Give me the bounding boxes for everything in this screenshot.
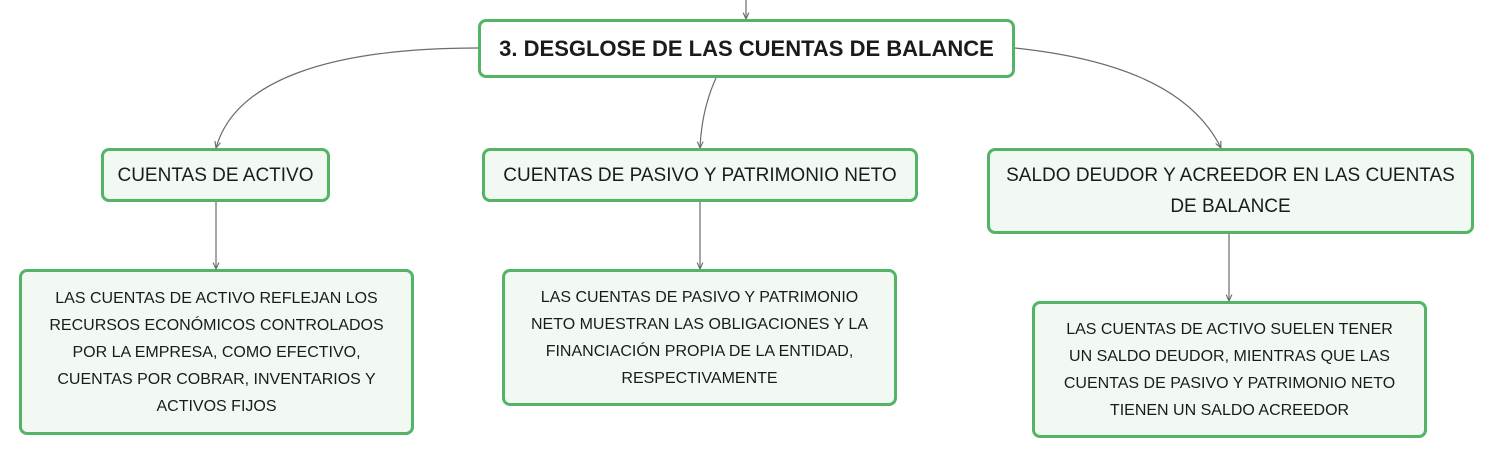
node-saldo-deudor-acreedor-title: SALDO DEUDOR Y ACREEDOR EN LAS CUENTAS D…	[1006, 165, 1455, 217]
node-cuentas-de-pasivo-title: CUENTAS DE PASIVO Y PATRIMONIO NETO	[503, 164, 897, 186]
root-node-title: 3. DESGLOSE DE LAS CUENTAS DE BALANCE	[499, 35, 994, 61]
node-cuentas-de-pasivo[interactable]: CUENTAS DE PASIVO Y PATRIMONIO NETO	[482, 148, 918, 202]
node-pasivo-detail[interactable]: LAS CUENTAS DE PASIVO Y PATRIMONIO NETO …	[502, 269, 897, 406]
connector-root-to-saldo	[1014, 47, 1221, 148]
node-activo-detail-text: LAS CUENTAS DE ACTIVO REFLEJAN LOS RECUR…	[49, 289, 384, 415]
node-cuentas-de-activo[interactable]: CUENTAS DE ACTIVO	[101, 148, 330, 202]
connector-root-to-activo	[216, 47, 479, 148]
node-saldo-detail[interactable]: LAS CUENTAS DE ACTIVO SUELEN TENER UN SA…	[1032, 301, 1427, 438]
connector-root-to-pasivo	[700, 77, 717, 148]
node-activo-detail[interactable]: LAS CUENTAS DE ACTIVO REFLEJAN LOS RECUR…	[19, 269, 414, 435]
root-node[interactable]: 3. DESGLOSE DE LAS CUENTAS DE BALANCE	[478, 19, 1015, 78]
node-saldo-detail-text: LAS CUENTAS DE ACTIVO SUELEN TENER UN SA…	[1063, 320, 1396, 419]
node-pasivo-detail-text: LAS CUENTAS DE PASIVO Y PATRIMONIO NETO …	[531, 288, 868, 387]
node-saldo-deudor-acreedor[interactable]: SALDO DEUDOR Y ACREEDOR EN LAS CUENTAS D…	[987, 148, 1474, 234]
node-cuentas-de-activo-title: CUENTAS DE ACTIVO	[117, 164, 314, 186]
